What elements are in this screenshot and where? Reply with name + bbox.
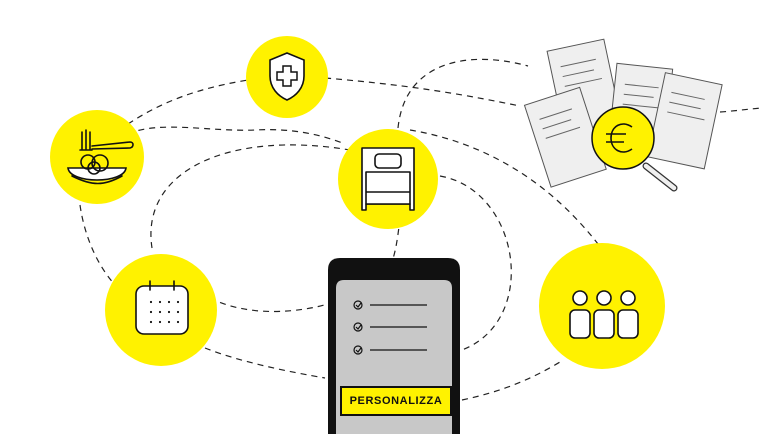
documents-group bbox=[523, 38, 723, 192]
people-icon bbox=[539, 243, 665, 369]
checklist bbox=[353, 300, 427, 355]
food-plate-icon bbox=[50, 110, 144, 204]
bed-icon bbox=[338, 129, 438, 229]
euro-search-icon bbox=[591, 106, 678, 192]
calendar-icon bbox=[105, 254, 217, 366]
checklist-item bbox=[353, 300, 427, 310]
shield-plus-icon bbox=[246, 36, 328, 118]
dashed-paths bbox=[79, 58, 763, 401]
checklist-item bbox=[353, 345, 427, 355]
document-icon bbox=[646, 72, 723, 170]
checklist-item bbox=[353, 322, 427, 332]
personalizza-button[interactable]: PERSONALIZZA bbox=[340, 386, 452, 416]
